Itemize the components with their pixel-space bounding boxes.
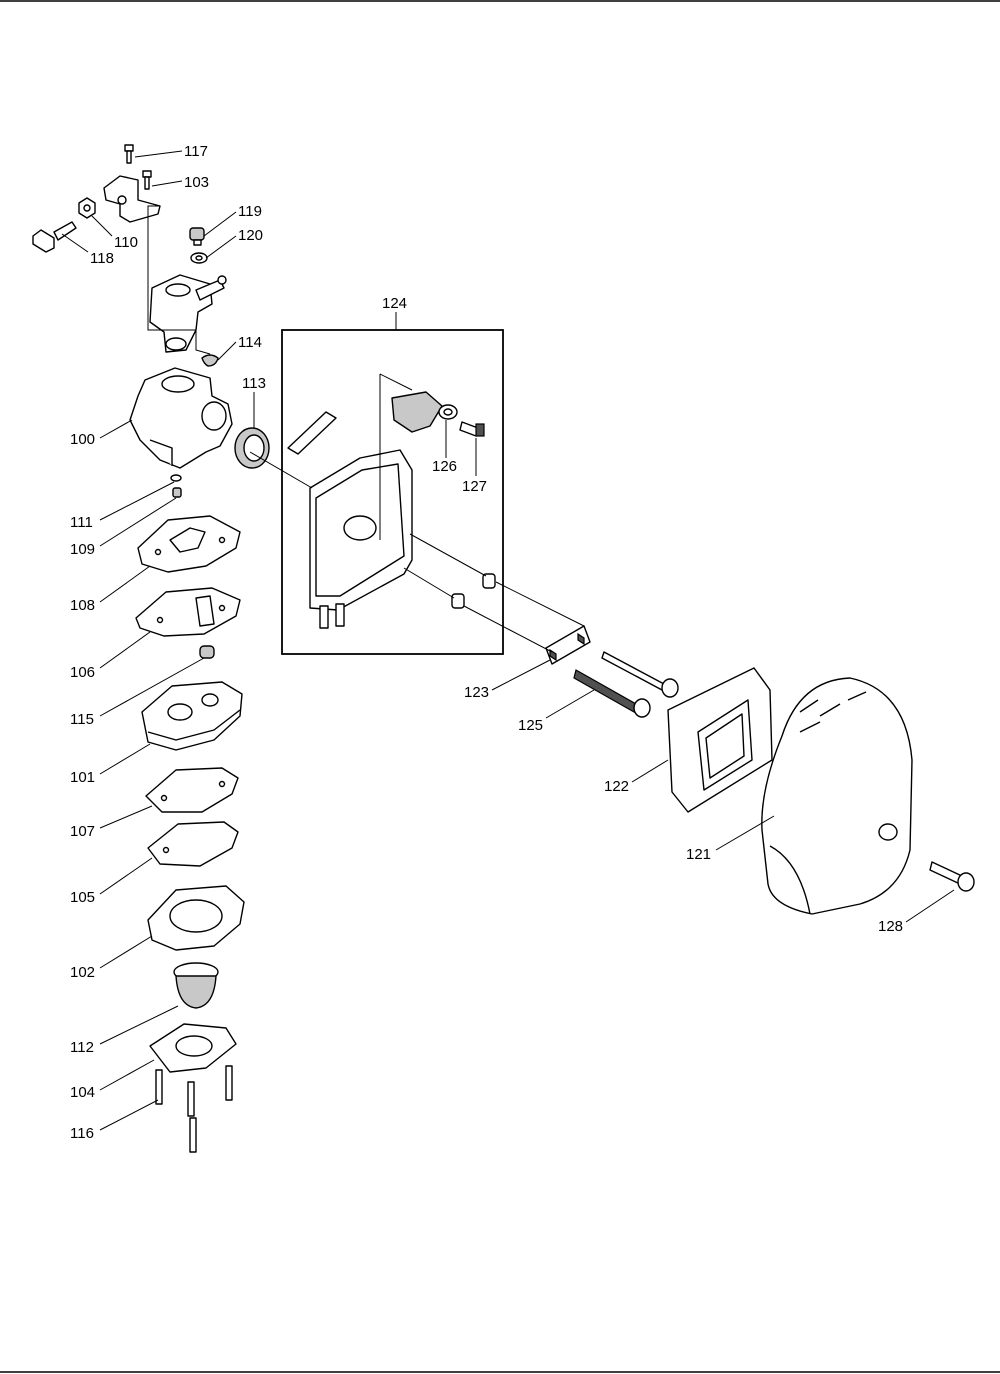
label-126: 126 (432, 458, 457, 475)
part-107-gasket (145, 767, 239, 813)
label-103: 103 (184, 174, 209, 191)
part-112-primer-bulb (173, 962, 219, 1009)
label-105: 105 (70, 889, 95, 906)
label-106: 106 (70, 664, 95, 681)
part-labels: 117 103 119 120 110 118 124 114 113 100 … (70, 143, 903, 1142)
part-102-cover (147, 885, 245, 951)
label-121: 121 (686, 846, 711, 863)
leader-lines (61, 150, 955, 1131)
label-128: 128 (878, 918, 903, 935)
part-110-nut (78, 197, 96, 219)
part-111-o-ring (170, 474, 182, 482)
part-118-adjuster (32, 221, 77, 253)
part-117-screw (124, 144, 134, 164)
part-103-bracket (103, 170, 161, 223)
label-118: 118 (90, 250, 114, 267)
part-120-washer (190, 252, 208, 264)
label-108: 108 (70, 597, 95, 614)
part-106-diaphragm (135, 587, 241, 637)
part-126-washer (438, 404, 458, 420)
part-109-needle (172, 487, 182, 498)
part-125-bolts (573, 651, 679, 718)
label-117: 117 (184, 143, 208, 160)
part-127-screw (459, 421, 485, 437)
part-124-air-box (309, 449, 413, 629)
label-110: 110 (114, 234, 138, 251)
label-102: 102 (70, 964, 95, 981)
part-114-clip (201, 354, 219, 367)
label-101: 101 (70, 769, 95, 786)
part-123-plate (545, 625, 591, 665)
label-119: 119 (238, 203, 262, 220)
bushings (451, 573, 496, 609)
part-115-cap (199, 645, 215, 659)
label-125: 125 (518, 717, 543, 734)
label-116: 116 (70, 1125, 94, 1142)
label-109: 109 (70, 541, 95, 558)
part-101-pump-body (141, 681, 243, 751)
part-108-plate (137, 515, 241, 573)
throttle-housing (149, 274, 227, 353)
label-114: 114 (238, 334, 262, 351)
part-128-bolt (929, 861, 975, 892)
kit-124-box (281, 329, 504, 655)
label-104: 104 (70, 1084, 95, 1101)
label-112: 112 (70, 1039, 94, 1056)
label-111: 111 (70, 514, 93, 531)
part-100-carb-body (129, 367, 233, 469)
label-122: 122 (604, 778, 629, 795)
part-116-screws (155, 1065, 233, 1153)
part-119-plug (189, 227, 205, 246)
part-105-diaphragm (147, 821, 239, 867)
label-120: 120 (238, 227, 263, 244)
choke-lever (391, 391, 443, 433)
label-127: 127 (462, 478, 487, 495)
part-122-filter-element (667, 667, 773, 813)
part-113-gasket (234, 427, 270, 469)
label-107: 107 (70, 823, 95, 840)
label-113: 113 (242, 375, 266, 392)
label-123: 123 (464, 684, 489, 701)
label-100: 100 (70, 431, 95, 448)
label-115: 115 (70, 711, 94, 728)
part-121-filter-cover (761, 677, 913, 915)
choke-plate (287, 411, 337, 455)
label-124: 124 (382, 295, 407, 312)
part-104-retainer (149, 1023, 237, 1073)
